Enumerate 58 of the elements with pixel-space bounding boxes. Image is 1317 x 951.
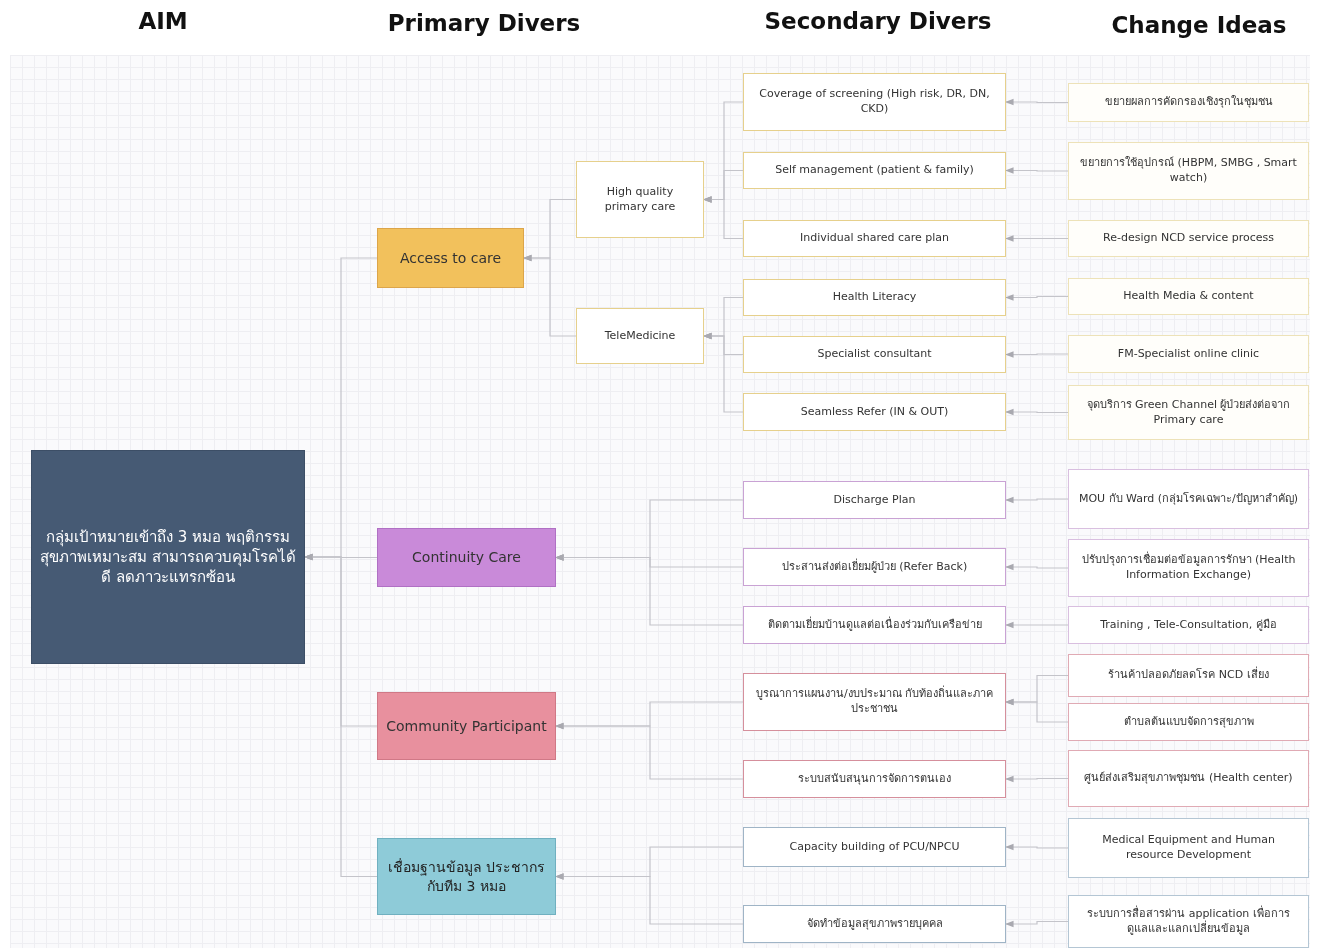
driver-box: Capacity building of PCU/NPCU bbox=[743, 827, 1006, 867]
idea-box: Re-design NCD service process bbox=[1068, 220, 1309, 257]
idea-box: ร้านค้าปลอดภัยลดโรค NCD เสี่ยง bbox=[1068, 654, 1309, 697]
driver-box: ติดตามเยี่ยมบ้านดูแลต่อเนื่องร่วมกับเครือข่าย bbox=[743, 606, 1006, 644]
arrow bbox=[703, 196, 744, 240]
idea-box: จุดบริการ Green Channel ผู้ป่วยส่งต่อจาก Primary care bbox=[1068, 385, 1309, 440]
driver-box: Continuity Care bbox=[377, 528, 556, 587]
driver-box: ประสานส่งต่อเยี่ยมผู้ป่วย (Refer Back) bbox=[743, 548, 1006, 586]
arrow bbox=[1005, 920, 1069, 928]
arrow bbox=[1005, 621, 1069, 629]
idea-box: Training , Tele-Consultation, คู่มือ bbox=[1068, 606, 1309, 644]
driver-box: Health Literacy bbox=[743, 279, 1006, 316]
arrow bbox=[555, 722, 744, 780]
driver-box: Community Participant bbox=[377, 692, 556, 760]
arrow bbox=[1005, 775, 1069, 783]
driver-box: Discharge Plan bbox=[743, 481, 1006, 519]
idea-box: ขยายผลการคัดกรองเชิงรุกในชุมชน bbox=[1068, 83, 1309, 122]
column-heading: AIM bbox=[138, 8, 188, 34]
driver-box: Self management (patient & family) bbox=[743, 152, 1006, 189]
aim-box: กลุ่มเป้าหมายเข้าถึง 3 หมอ พฤติกรรมสุขภาพเหมาะสม สามารถควบคุมโรคได้ดี ลดภาวะแทรกซ้อน bbox=[31, 450, 305, 664]
arrow bbox=[1005, 294, 1069, 301]
idea-box: Medical Equipment and Human resource Development bbox=[1068, 818, 1309, 878]
arrow bbox=[304, 553, 378, 878]
driver-box: เชื่อมฐานข้อมูล ประชากรกับทีม 3 หมอ bbox=[377, 838, 556, 915]
column-heading: Secondary Divers bbox=[764, 8, 992, 34]
arrow bbox=[1005, 496, 1069, 504]
driver-box: Seamless Refer (IN & OUT) bbox=[743, 393, 1006, 431]
idea-box: ระบบการสื่อสารผ่าน application เพื่อการดูแลและแลกเปลี่ยนข้อมูล bbox=[1068, 895, 1309, 948]
driver-box: Access to care bbox=[377, 228, 524, 288]
arrow bbox=[1005, 843, 1069, 851]
arrow bbox=[1005, 235, 1069, 242]
driver-box: Coverage of screening (High risk, DR, DN, CKD) bbox=[743, 73, 1006, 131]
idea-box: ตำบลต้นแบบจัดการสุขภาพ bbox=[1068, 703, 1309, 741]
column-heading: Primary Divers bbox=[387, 10, 581, 36]
driver-box: บูรณาการแผนงาน/งบประมาณ กับท้องถิ่นและภาคประชาชน bbox=[743, 673, 1006, 731]
idea-box: Health Media & content bbox=[1068, 278, 1309, 315]
idea-box: FM-Specialist online clinic bbox=[1068, 335, 1309, 373]
idea-box: ปรับปรุงการเชื่อมต่อข้อมูลการรักษา (Health Information Exchange) bbox=[1068, 539, 1309, 597]
driver-box: ระบบสนับสนุนการจัดการตนเอง bbox=[743, 760, 1006, 798]
column-heading: Change Ideas bbox=[1111, 12, 1287, 38]
driver-box: High quality primary care bbox=[576, 161, 704, 238]
idea-box: ขยายการใช้อุปกรณ์ (HBPM, SMBG , Smart watch) bbox=[1068, 142, 1309, 200]
arrow bbox=[1005, 408, 1069, 416]
arrow bbox=[703, 332, 744, 413]
driver-box: Individual shared care plan bbox=[743, 220, 1006, 257]
driver-box: TeleMedicine bbox=[576, 308, 704, 364]
arrow bbox=[555, 873, 744, 925]
arrow bbox=[523, 254, 577, 337]
driver-box: จัดทำข้อมูลสุขภาพรายบุคคล bbox=[743, 905, 1006, 943]
idea-box: ศูนย์ส่งเสริมสุขภาพชุมชน (Health center) bbox=[1068, 750, 1309, 807]
arrow bbox=[1005, 98, 1069, 106]
arrow bbox=[555, 554, 744, 626]
driver-box: Specialist consultant bbox=[743, 336, 1006, 373]
idea-box: MOU กับ Ward (กลุ่มโรคเฉพาะ/ปัญหาสำคัญ) bbox=[1068, 469, 1309, 529]
arrow bbox=[1005, 698, 1069, 723]
arrow bbox=[1005, 351, 1069, 358]
arrow bbox=[1005, 563, 1069, 571]
arrow bbox=[1005, 167, 1069, 174]
